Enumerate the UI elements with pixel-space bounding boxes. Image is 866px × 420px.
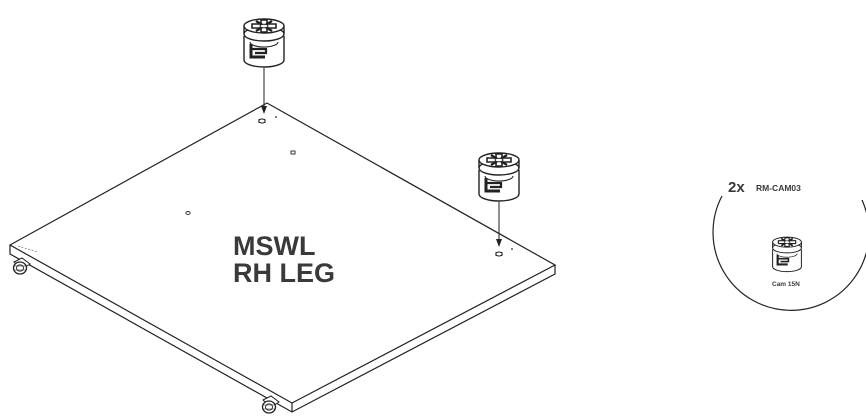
camlock-fitting-top	[242, 17, 286, 114]
panel-holes	[185, 116, 513, 257]
leveler-knob-bottom	[261, 395, 280, 414]
part-code: RM-CAM03	[756, 183, 801, 193]
parts-callout: 2x RM-CAM03 Cam 15N	[712, 179, 866, 311]
camlock-icon	[771, 236, 803, 273]
part-quantity: 2x	[728, 179, 745, 196]
leveler-knob-left	[12, 257, 31, 275]
panel-board	[8, 102, 557, 413]
panel-name-line2: RH LEG	[233, 258, 335, 288]
part-name: Cam 15N	[772, 281, 800, 288]
camlock-fitting-right	[477, 151, 521, 247]
panel-name-line1: MSWL	[233, 231, 315, 261]
callout-circle	[712, 195, 866, 311]
